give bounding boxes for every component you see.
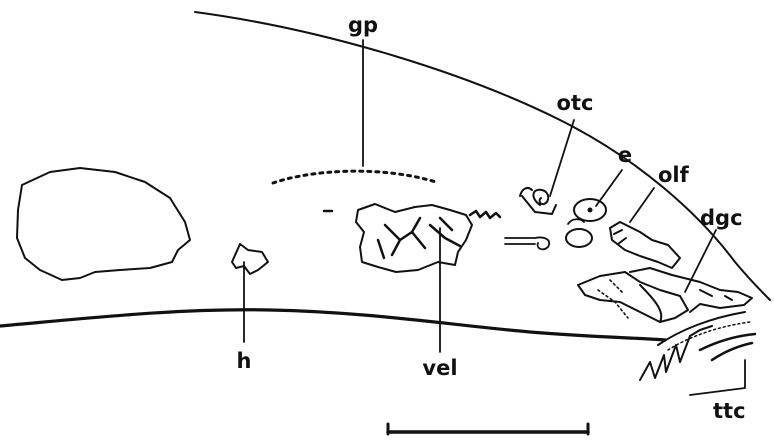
- snout-region: [577, 267, 753, 323]
- otc-outline: [519, 187, 557, 215]
- label-olf: olf: [658, 163, 690, 187]
- h-element: [231, 243, 269, 275]
- eye-pupil: [587, 207, 593, 213]
- eye-lower-ellipse: [565, 228, 593, 248]
- label-dgc: dgc: [700, 206, 743, 230]
- eye-small-arc: [567, 218, 585, 225]
- gp-dashed-arc: [271, 169, 438, 185]
- left-fragment: [16, 167, 191, 281]
- vel-cluster: [355, 203, 502, 273]
- label-otc: otc: [557, 91, 594, 115]
- label-vel: vel: [422, 356, 457, 380]
- ttc-teeth: [639, 311, 757, 381]
- label-gp: gp: [348, 13, 378, 37]
- scale-bar: [386, 422, 590, 436]
- label-h: h: [237, 349, 252, 373]
- label-ttc: ttc: [713, 399, 746, 423]
- ventral-outline: [0, 308, 667, 342]
- eye-upper-ellipse: [573, 198, 607, 222]
- label-e: e: [618, 143, 632, 167]
- olf-detail: [613, 229, 627, 245]
- otc-spiral: [532, 188, 550, 206]
- olf-organ: [609, 221, 681, 269]
- leader-lines: [243, 39, 746, 396]
- tube-structure: [504, 236, 550, 251]
- dorsal-outline: [194, 11, 771, 301]
